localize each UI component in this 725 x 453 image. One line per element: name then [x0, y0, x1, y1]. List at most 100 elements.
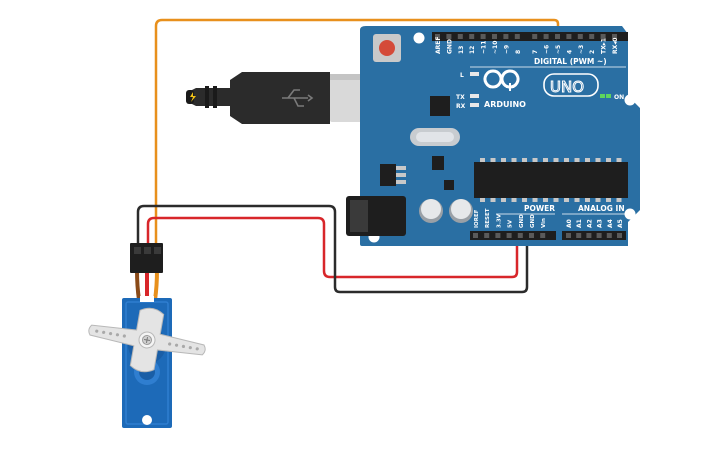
power-pin-hole[interactable] [506, 233, 512, 238]
digital-pin-label: ~5 [555, 45, 562, 54]
power-pin-label: RESET [485, 208, 491, 228]
digital-pin-hole[interactable] [457, 34, 463, 39]
analog-pin-hole[interactable] [576, 233, 582, 238]
digital-header-label: DIGITAL (PWM ~) [534, 57, 607, 66]
reset-button-cap[interactable] [379, 40, 395, 56]
power-pin-label: Vin [541, 218, 547, 228]
chip-leg [616, 158, 622, 162]
digital-pin-hole[interactable] [555, 34, 560, 39]
analog-pin-hole[interactable] [596, 233, 602, 238]
digital-pin-hole[interactable] [612, 34, 617, 39]
chip-leg [501, 198, 506, 202]
digital-pin-label: TX▸1 [601, 38, 608, 54]
chip-leg [564, 198, 569, 202]
analog-pin-hole[interactable] [617, 233, 622, 238]
usb-logo-icon [282, 89, 314, 107]
digital-pin-label: 8 [515, 50, 522, 54]
usb-ring-1 [205, 86, 209, 108]
digital-pin-label: ~3 [578, 45, 585, 54]
connector-pin-ground [134, 247, 141, 254]
voltage-regulator [380, 164, 396, 186]
digital-pin-hole[interactable] [589, 34, 595, 39]
small-component [432, 156, 444, 170]
horn-hole [181, 344, 186, 349]
power-pin-hole[interactable] [540, 233, 546, 238]
tx-led [470, 94, 479, 98]
chip-leg [522, 198, 527, 202]
chip-leg [511, 158, 517, 162]
horn-hole [95, 329, 99, 333]
uno-badge [543, 73, 599, 97]
power-pin-hole[interactable] [484, 233, 490, 238]
horn-hole [115, 333, 120, 337]
analog-pin-hole[interactable] [586, 233, 592, 238]
chip-leg [585, 198, 590, 202]
digital-pin-hole[interactable] [503, 34, 509, 39]
chip-leg [595, 198, 601, 202]
power-pin-label: 3.3V [496, 213, 502, 228]
horn-hole [174, 343, 179, 347]
barrel-jack-front [350, 200, 368, 232]
on-led [600, 94, 605, 98]
digital-pin-label: ~6 [544, 45, 551, 54]
l-led-label: L [460, 72, 464, 79]
power-pin-hole[interactable] [495, 233, 501, 238]
digital-pin-hole[interactable] [514, 34, 520, 39]
digital-pin-hole[interactable] [532, 34, 538, 39]
chip-leg [511, 198, 517, 202]
chip-leg [490, 158, 496, 162]
servo-lead-ground [135, 269, 141, 301]
digital-pin-label: 12 [469, 46, 476, 54]
digital-pin-hole[interactable] [492, 34, 497, 39]
digital-pin-hole[interactable] [600, 34, 606, 39]
l-led [470, 72, 479, 76]
digital-pin-hole[interactable] [469, 34, 475, 39]
chip-leg [543, 198, 548, 202]
chip-leg [553, 158, 559, 162]
on-led-label: ON [614, 94, 624, 101]
digital-pin-label: 13 [458, 46, 465, 54]
power-pin-hole[interactable] [517, 233, 523, 238]
analog-section-label: ANALOG IN [578, 204, 625, 213]
chip-leg [501, 158, 506, 162]
chip-legs [480, 158, 622, 202]
signal-wire[interactable] [154, 18, 560, 248]
usb-cable[interactable] [186, 72, 376, 124]
analog-pin-label: A3 [597, 219, 604, 228]
ground-wire[interactable] [136, 204, 529, 294]
digital-pin-hole[interactable] [543, 34, 549, 39]
horn-hole [102, 330, 106, 334]
analog-header [562, 231, 626, 240]
digital-pin-label: 2 [589, 50, 596, 54]
digital-pin-hole[interactable] [446, 34, 452, 39]
chip-leg [543, 158, 548, 162]
analog-pin-hole[interactable] [566, 233, 571, 238]
digital-pin-hole[interactable] [480, 34, 486, 39]
horn-hole [195, 347, 199, 351]
lightning-icon [190, 92, 196, 102]
analog-pin-hole[interactable] [606, 233, 612, 238]
power-pin-label: IOREF [474, 209, 480, 228]
usb-strain-relief [188, 88, 232, 106]
atmega-chip [474, 162, 628, 198]
power-pin-hole[interactable] [473, 233, 478, 238]
digital-pin-hole[interactable] [435, 34, 440, 39]
analog-pin-label: A2 [586, 219, 593, 228]
digital-pin-hole[interactable] [566, 34, 572, 39]
digital-pin-hole[interactable] [577, 34, 583, 39]
rx-led [470, 103, 479, 107]
power-wire[interactable] [146, 216, 519, 279]
chip-leg [532, 198, 538, 202]
mounting-hole [413, 32, 425, 44]
servo-horn[interactable] [83, 298, 210, 382]
digital-pin-label: 7 [532, 50, 539, 54]
servo-motor[interactable] [83, 243, 210, 428]
regulator-tab [396, 166, 406, 170]
power-pin-hole[interactable] [529, 233, 534, 238]
power-pin-label: GND [530, 214, 536, 228]
horn-hole [122, 334, 126, 338]
